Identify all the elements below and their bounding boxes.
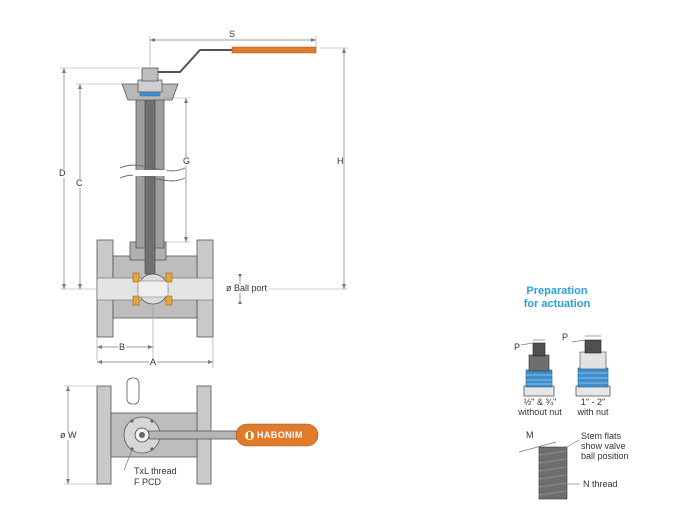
dimension-label-a: A	[149, 357, 158, 367]
dimension-label-g: G	[182, 156, 192, 166]
thread-label: TxL thread	[134, 466, 177, 476]
pcd-hole	[150, 447, 154, 451]
valve-top-view	[96, 377, 319, 485]
dimension-label-c: C	[75, 178, 84, 188]
ball-port	[137, 280, 169, 298]
dimension-d	[60, 67, 140, 290]
seat-right-top	[165, 272, 173, 283]
dimension-label-h: H	[337, 156, 344, 166]
brand-mark: HABONIM	[245, 430, 303, 440]
large-stem-with-nut	[571, 335, 611, 397]
thread-leader	[123, 449, 133, 471]
break-line	[119, 164, 186, 172]
seat-left-top	[132, 272, 140, 283]
top-handle-arm	[148, 430, 240, 440]
small-stem-without-nut	[520, 339, 555, 397]
stem-note-line3: ball position	[581, 451, 629, 461]
blue-packing	[139, 91, 161, 97]
preparation-heading: Preparation for actuation	[492, 285, 622, 311]
dimension-label-p-right: P	[562, 332, 569, 342]
pcd-hole	[130, 447, 134, 451]
break-line	[119, 174, 186, 182]
stem-note-line2: show valve	[581, 441, 626, 451]
stem-nut	[137, 79, 163, 93]
seat-right-bottom	[165, 295, 173, 306]
brand-name: HABONIM	[257, 430, 303, 440]
top-handle-grip	[235, 423, 319, 447]
stem-note-line1: Stem flats	[581, 431, 622, 441]
stop-pin	[126, 377, 140, 405]
preparation-title-line1: Preparation	[526, 285, 588, 297]
large-note-label: with nut	[577, 407, 609, 417]
n-thread-label: N thread	[583, 479, 618, 489]
small-size-label: ½" & ¾"	[523, 397, 557, 407]
ball-port-label: ø Ball port	[225, 283, 269, 293]
stem	[144, 97, 156, 275]
handle-grip	[231, 46, 317, 54]
dimension-h	[260, 47, 348, 290]
dimension-s	[149, 36, 317, 66]
stem-with-flats	[518, 439, 580, 500]
dimension-label-b: B	[118, 342, 127, 352]
dimension-g	[164, 97, 190, 243]
pcd-hole	[150, 419, 154, 423]
valve-side-view	[96, 46, 317, 338]
dimension-label-d: D	[58, 168, 67, 178]
seat-left-bottom	[132, 295, 140, 306]
pcd-hole	[130, 419, 134, 423]
dimension-label-m: M	[526, 430, 534, 440]
stem-top	[141, 67, 159, 82]
habonim-logo-icon	[245, 430, 254, 440]
small-note-label: without nut	[518, 407, 562, 417]
top-left-flange	[96, 385, 112, 485]
dimension-label-p-left: P	[514, 342, 521, 352]
large-size-label: 1" - 2"	[580, 397, 606, 407]
pcd-label: F PCD	[134, 477, 161, 487]
dimension-label-s: S	[229, 29, 236, 39]
handle-arm	[158, 49, 232, 73]
preparation-title-line2: for actuation	[523, 298, 591, 310]
dimension-label-w: ø W	[59, 430, 78, 440]
